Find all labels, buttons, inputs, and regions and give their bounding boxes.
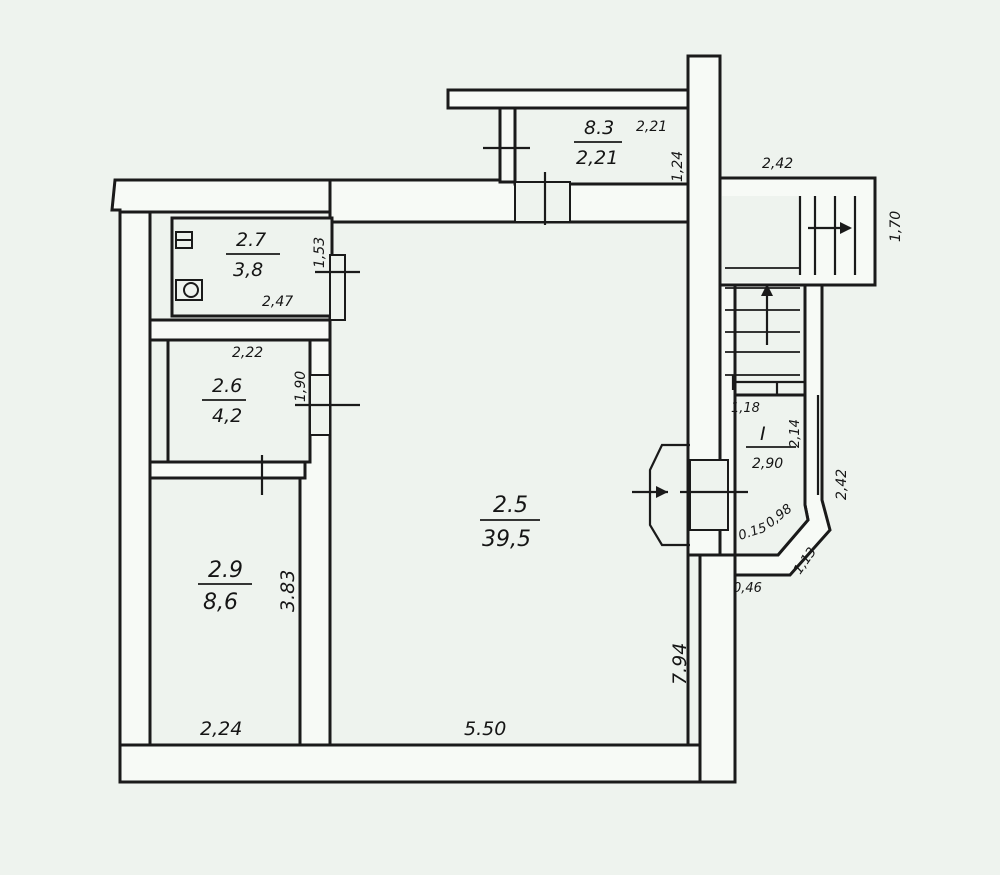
room-bathroom-number: 2.7 [236,229,266,251]
room-pantry-number: 2.6 [212,375,242,397]
dim-storage-width: 2,21 [636,119,667,135]
dim-main-length: 7.94 [669,643,691,685]
label-hall: I 2,90 [746,423,796,472]
label-storage: 8.3 2,21 [574,117,622,169]
room-main [328,220,690,747]
label-pantry: 2.6 4,2 [202,375,246,427]
dim-hall-width: 1,18 [731,401,760,416]
dim-storage-length: 1,24 [670,151,686,182]
stairs [725,196,857,495]
openings [260,146,748,547]
room-bedroom-number: 2.9 [208,558,243,583]
sink-icon [175,279,203,301]
room-hall-area: 2,90 [752,456,783,472]
dim-hall-corner: 0,46 [733,581,762,596]
room-storage-number: 8.3 [584,117,614,139]
label-bedroom: 2.9 8,6 [198,558,252,615]
dim-bathroom-length: 1,53 [312,237,328,268]
toilet-icon [175,231,193,249]
stair-landing [722,196,800,282]
label-main: 2.5 39,5 [480,493,540,552]
room-main-area: 39,5 [482,527,531,552]
door-arrow-icon [632,486,668,498]
room-hall-number: I [760,423,766,445]
dim-bathroom-width: 2,47 [262,294,293,310]
rooms [148,106,810,747]
room-main-number: 2.5 [493,493,528,518]
room-pantry-area: 4,2 [212,405,242,427]
dim-pantry-width: 2,22 [232,345,263,361]
dim-main-width: 5.50 [464,718,506,740]
room-hall [733,393,810,557]
room-bedroom-area: 8,6 [203,590,238,615]
dim-pantry-length: 1,90 [293,371,309,402]
room-bedroom [148,476,302,747]
room-storage-area: 2,21 [576,147,618,169]
dim-hall-side: 2,42 [834,469,850,500]
label-bathroom: 2.7 3,8 [226,229,280,281]
stair-arrow-icon [761,222,852,345]
dim-hall-length: 2,14 [788,419,803,448]
room-storage [513,106,690,186]
room-bathroom-area: 3,8 [233,259,263,281]
dim-stair-depth: 1,70 [888,211,904,242]
dim-stair-width: 2,42 [762,156,793,172]
dim-bedroom-width: 2,24 [200,718,242,740]
dim-bedroom-length: 3.83 [277,570,299,612]
